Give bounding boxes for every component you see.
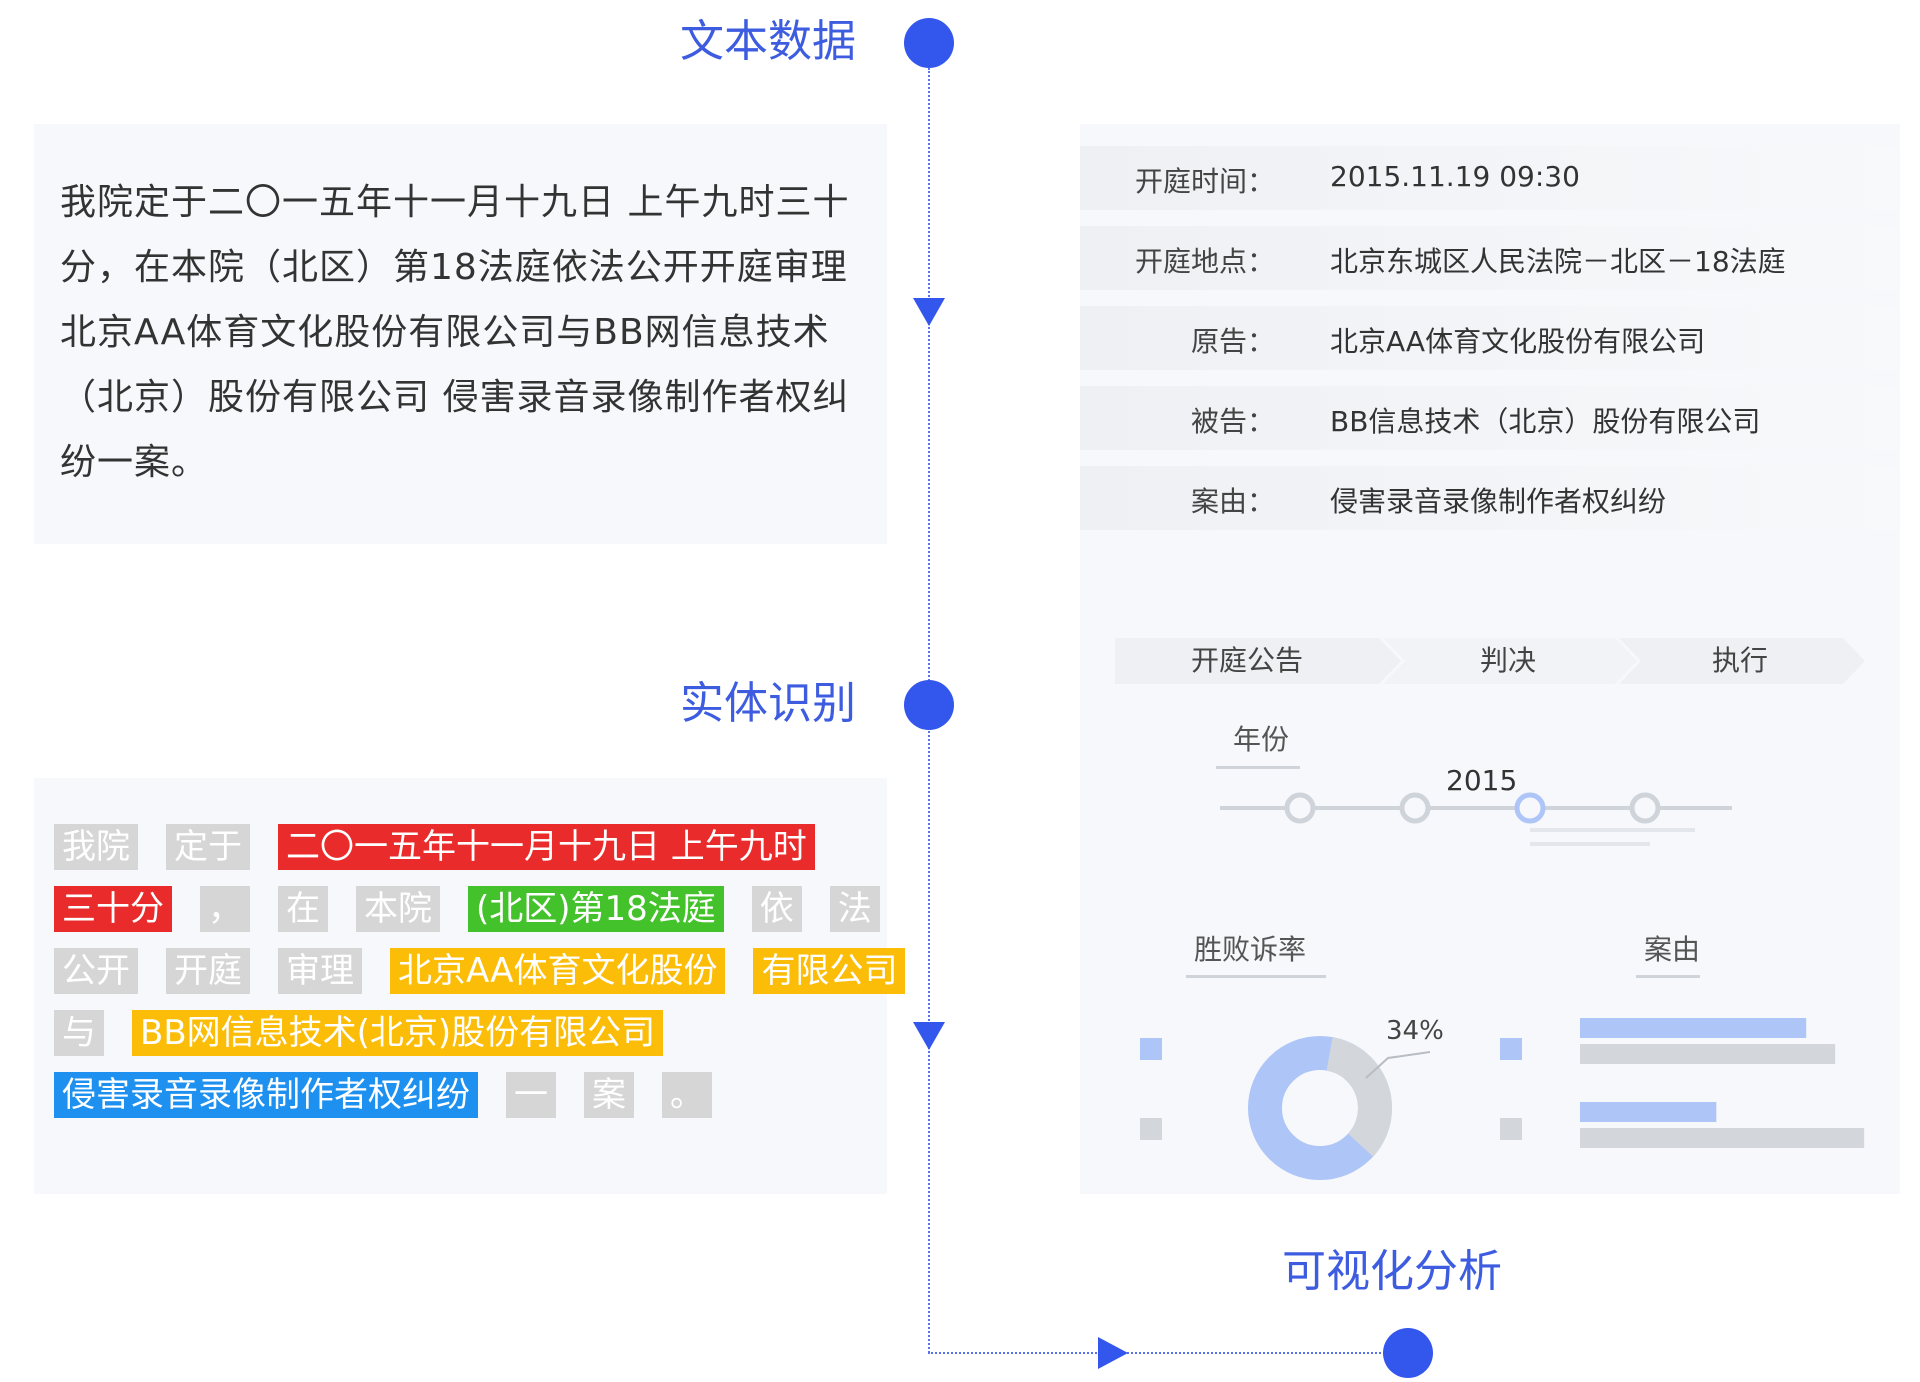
visual-panel: 开庭时间： 2015.11.19 09:30 开庭地点： 北京东城区人民法院－北区－1… bbox=[1080, 124, 1900, 1194]
win-rate-percent: 34% bbox=[1386, 1016, 1444, 1046]
row-band bbox=[1080, 306, 1900, 370]
entity-token-time: 二〇一五年十一月十九日 上午九时 bbox=[278, 824, 815, 870]
case-info-value: 侵害录音录像制作者权纠纷 bbox=[1330, 485, 1667, 518]
entity-token-loc: (北区)第18法庭 bbox=[468, 886, 724, 932]
heading-entity-recognition: 实体识别 bbox=[680, 678, 856, 729]
entity-token-org: BB网信息技术(北京)股份有限公司 bbox=[132, 1010, 664, 1056]
case-info-label: 开庭时间： bbox=[1134, 165, 1275, 198]
tab-court-notice[interactable]: 开庭公告 bbox=[1190, 644, 1303, 677]
case-info-value: 2015.11.19 09:30 bbox=[1330, 160, 1580, 193]
case-cause-bar bbox=[1580, 1018, 1807, 1038]
arrow-down-icon bbox=[913, 1022, 945, 1050]
selected-year: 2015 bbox=[1446, 764, 1518, 797]
entity-token-none: 在 bbox=[278, 886, 328, 932]
win-rate-title: 胜败诉率 bbox=[1194, 933, 1307, 966]
case-cause-bar bbox=[1580, 1128, 1865, 1148]
case-info-row: 原告： 北京AA体育文化股份有限公司 bbox=[1080, 306, 1900, 370]
case-cause-bar bbox=[1580, 1044, 1836, 1064]
case-info-row: 被告： BB信息技术（北京）股份有限公司 bbox=[1080, 386, 1900, 450]
heading-visual-analysis: 可视化分析 bbox=[1282, 1246, 1502, 1297]
year-slider[interactable] bbox=[1220, 788, 1760, 868]
placeholder-line bbox=[1530, 842, 1650, 846]
win-rate-donut-chart bbox=[1140, 1036, 1431, 1180]
entity-token-none: 本院 bbox=[356, 886, 440, 932]
case-cause-title-underline bbox=[1636, 975, 1700, 978]
entity-token-cause: 侵害录音录像制作者权纠纷 bbox=[54, 1072, 478, 1118]
arrow-right-icon bbox=[1098, 1337, 1128, 1369]
legend-swatch-blue bbox=[1140, 1038, 1162, 1060]
entity-token-none: 一 bbox=[506, 1072, 556, 1118]
case-info-row: 开庭时间： 2015.11.19 09:30 bbox=[1080, 146, 1900, 210]
timeline-dot-visual bbox=[1383, 1328, 1433, 1378]
slider-node-selected[interactable] bbox=[1514, 792, 1546, 824]
donut-slice-percent bbox=[1248, 1036, 1392, 1180]
entity-token-time: 三十分 bbox=[54, 886, 172, 932]
entity-token-none: 定于 bbox=[166, 824, 250, 870]
year-title: 年份 bbox=[1233, 723, 1290, 756]
source-text: 我院定于二〇一五年十一月十九日 上午九时三十分，在本院（北区）第18法庭依法公开… bbox=[60, 182, 850, 483]
entity-token-none: 公开 bbox=[54, 948, 138, 994]
timeline-line-horizontal bbox=[928, 1352, 1408, 1354]
entity-token-none: 法 bbox=[829, 886, 880, 932]
case-info-label: 案由： bbox=[1190, 485, 1275, 518]
tab-bar: 开庭公告 判决 执行 bbox=[1115, 638, 1865, 684]
entity-token-none: 开庭 bbox=[166, 948, 250, 994]
legend-swatch-gray bbox=[1500, 1118, 1522, 1140]
case-cause-bar-chart bbox=[1500, 1018, 1865, 1148]
timeline-dot-entity bbox=[904, 680, 954, 730]
year-title-underline bbox=[1216, 766, 1300, 769]
case-info-label: 原告： bbox=[1190, 325, 1275, 358]
entity-token-none: 与 bbox=[54, 1010, 104, 1056]
case-info-value: BB信息技术（北京）股份有限公司 bbox=[1330, 405, 1761, 438]
source-text-panel: 我院定于二〇一五年十一月十九日 上午九时三十分，在本院（北区）第18法庭依法公开… bbox=[34, 124, 887, 544]
entity-token-none: 我院 bbox=[54, 824, 138, 870]
case-info-value: 北京AA体育文化股份有限公司 bbox=[1330, 325, 1706, 358]
tab-execution[interactable]: 执行 bbox=[1711, 644, 1768, 677]
entity-token-none: 依 bbox=[751, 886, 802, 932]
arrow-down-icon bbox=[913, 298, 945, 326]
slider-node[interactable] bbox=[1284, 792, 1316, 824]
tab-judgment[interactable]: 判决 bbox=[1479, 644, 1536, 677]
row-band bbox=[1080, 146, 1900, 210]
row-band bbox=[1080, 226, 1900, 290]
case-info-row: 案由： 侵害录音录像制作者权纠纷 bbox=[1080, 466, 1900, 530]
case-cause-bar bbox=[1580, 1102, 1717, 1122]
case-info-label: 被告： bbox=[1190, 405, 1275, 438]
case-info-row: 开庭地点： 北京东城区人民法院－北区－18法庭 bbox=[1080, 226, 1900, 290]
row-band bbox=[1080, 386, 1900, 450]
entity-token-none: 审理 bbox=[278, 948, 362, 994]
entity-token-org: 有限公司 bbox=[753, 948, 906, 994]
slider-node[interactable] bbox=[1629, 792, 1661, 824]
entity-panel: 我院定于二〇一五年十一月十九日 上午九时三十分 ， 在本院 (北区)第18法庭依法公开… bbox=[34, 778, 906, 1194]
heading-text-data: 文本数据 bbox=[680, 16, 856, 67]
legend-swatch-gray bbox=[1140, 1118, 1162, 1140]
entity-token-none: 。 bbox=[662, 1072, 712, 1118]
entity-token-org: 北京AA体育文化股份 bbox=[390, 948, 726, 994]
timeline-dot-text-data bbox=[904, 18, 954, 68]
donut-leader-line bbox=[1365, 1051, 1431, 1079]
entity-token-none: 案 bbox=[584, 1072, 634, 1118]
entity-token-none: ， bbox=[200, 886, 250, 932]
legend-swatch-blue bbox=[1500, 1038, 1522, 1060]
slider-node[interactable] bbox=[1399, 792, 1431, 824]
case-info-value: 北京东城区人民法院－北区－18法庭 bbox=[1330, 245, 1786, 278]
case-info-card: 开庭时间： 2015.11.19 09:30 开庭地点： 北京东城区人民法院－北区－1… bbox=[1080, 146, 1900, 530]
tab-bar-shape bbox=[1115, 638, 1865, 684]
entity-token-list: 我院定于二〇一五年十一月十九日 上午九时三十分 ， 在本院 (北区)第18法庭依法公开… bbox=[54, 824, 914, 1118]
row-band bbox=[1080, 466, 1900, 530]
placeholder-line bbox=[1530, 828, 1695, 832]
case-info-label: 开庭地点： bbox=[1134, 245, 1275, 278]
win-rate-title-underline bbox=[1186, 975, 1326, 978]
case-cause-title: 案由 bbox=[1644, 933, 1701, 966]
